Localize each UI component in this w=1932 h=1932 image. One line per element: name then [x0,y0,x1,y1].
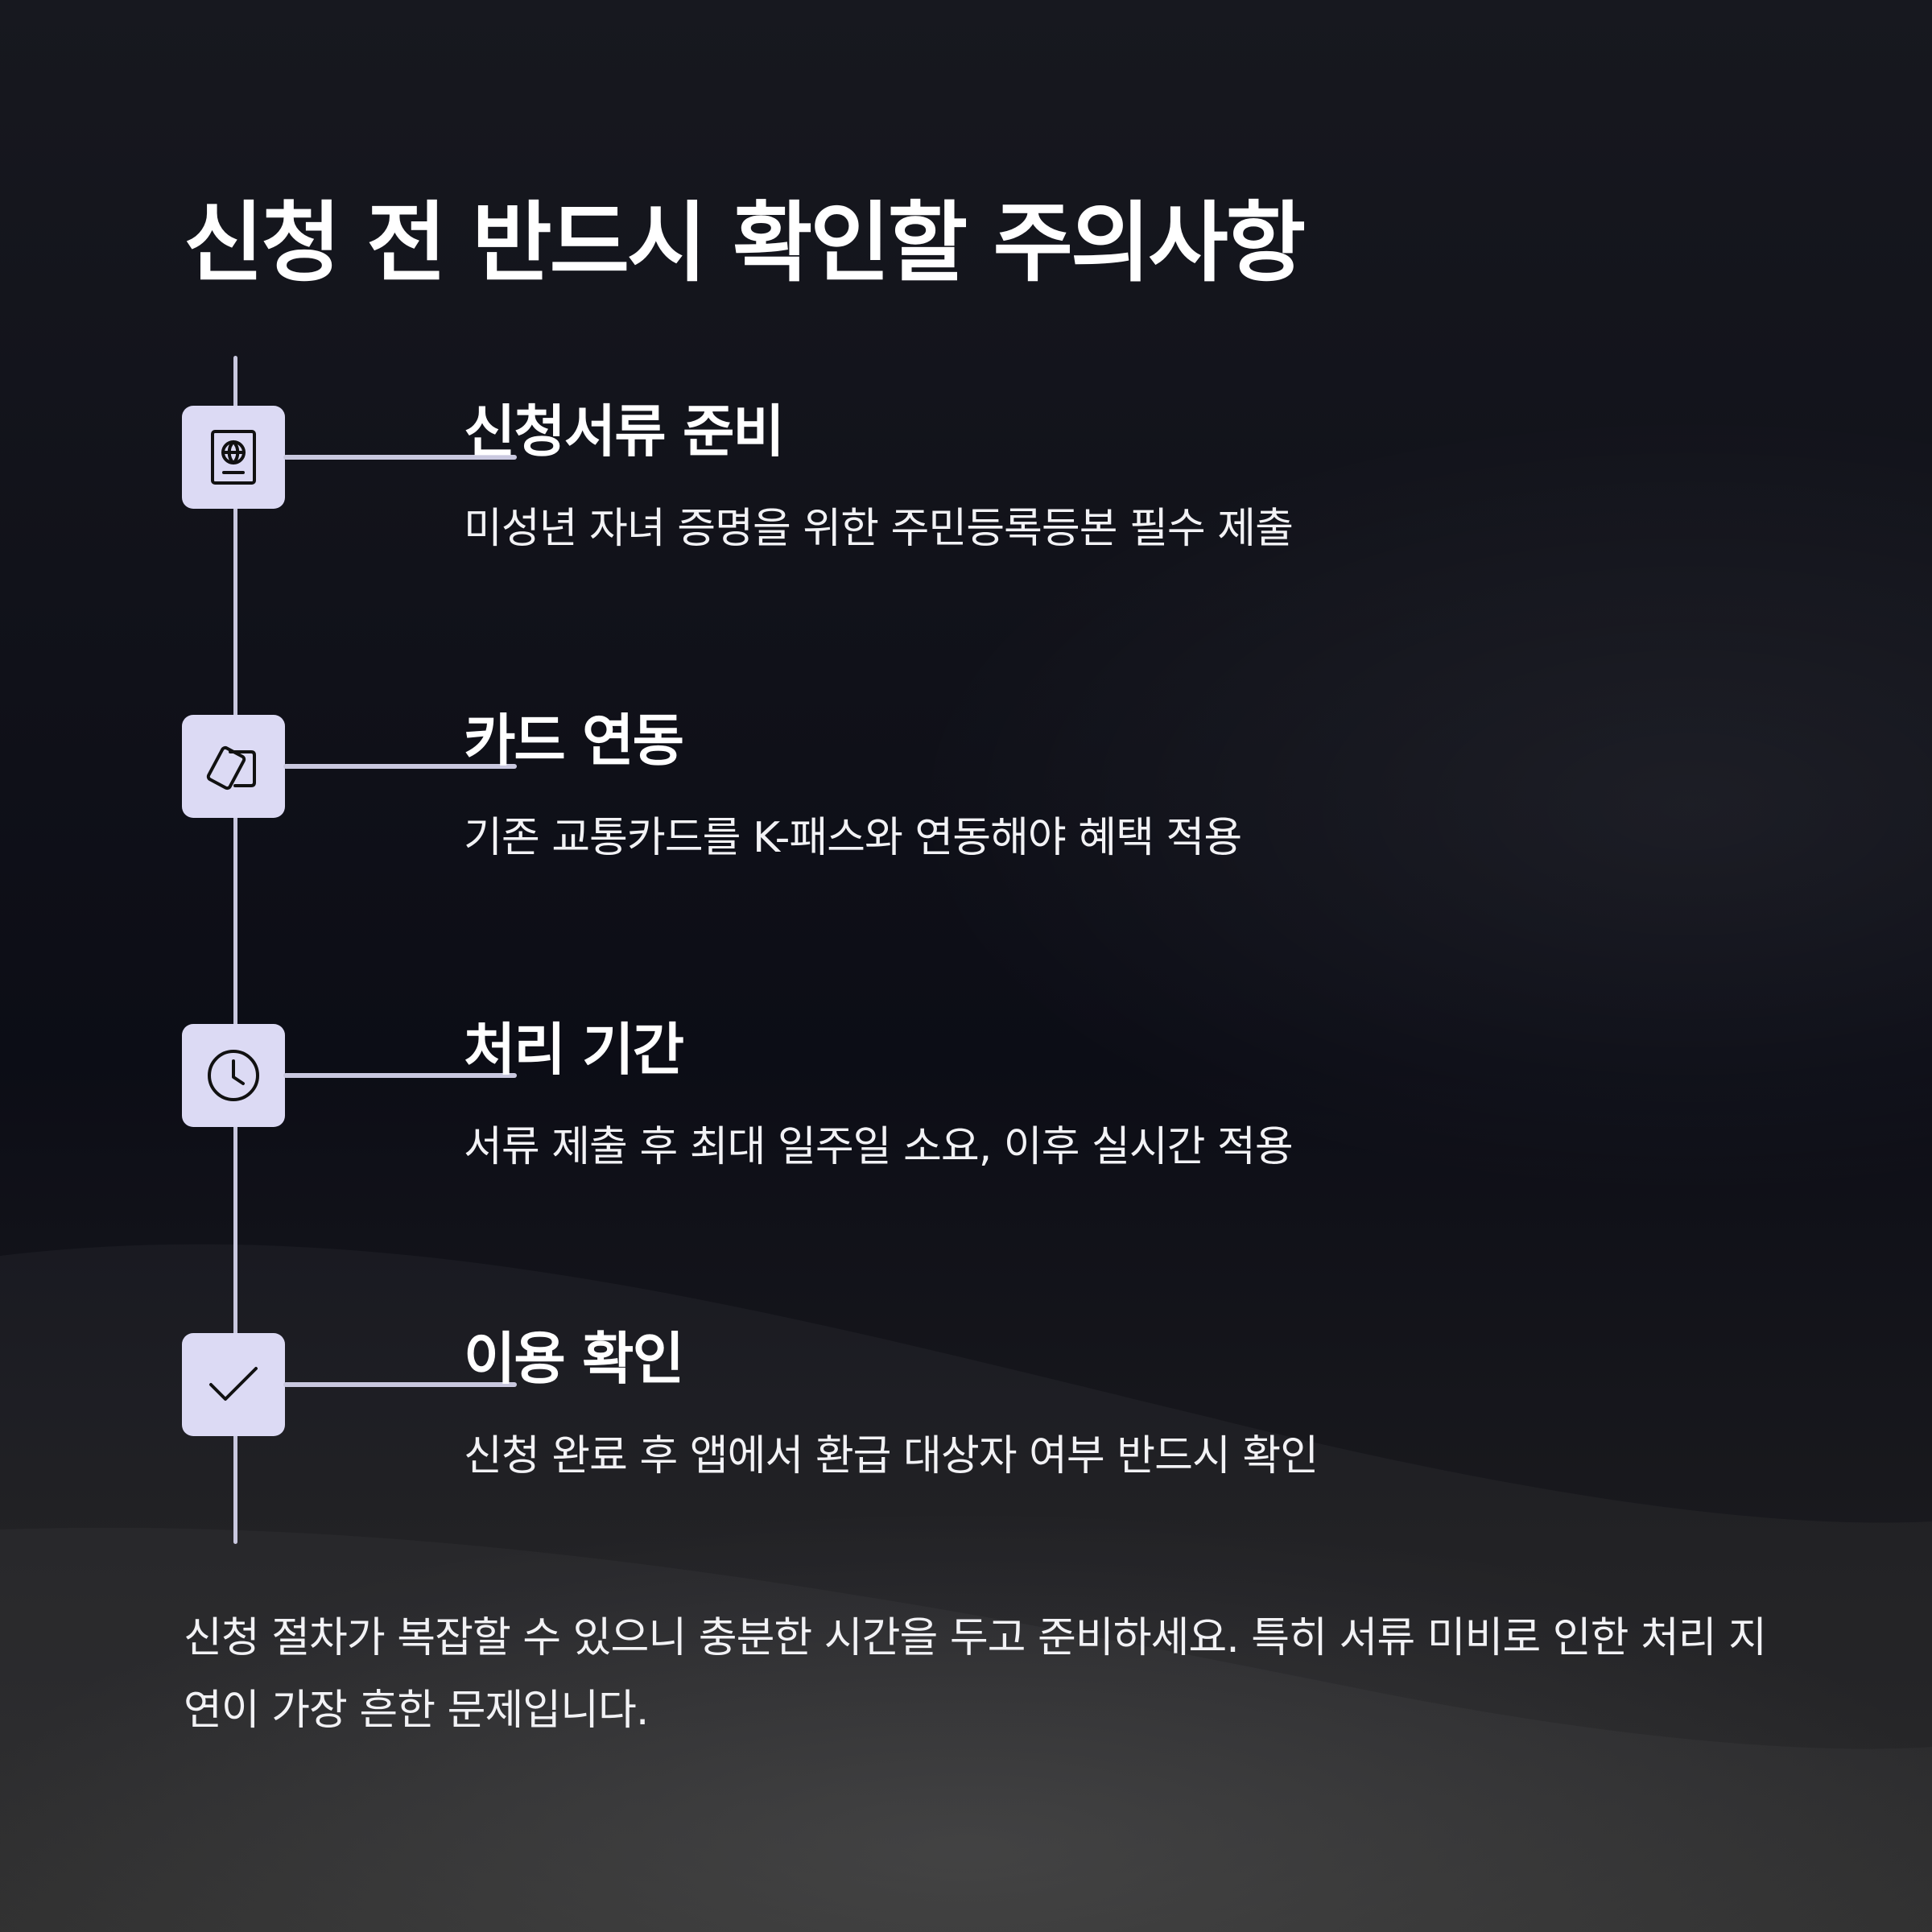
step-description: 신청 완료 후 앱에서 환급 대상자 여부 반드시 확인 [464,1432,1319,1480]
passport-icon [182,406,285,509]
step-card-link: 카드 연동 기존 교통카드를 K-패스와 연동해야 혜택 적용 [182,708,1711,924]
step-title: 카드 연동 [464,708,684,774]
timeline-line [233,356,237,1544]
connector-line [283,1073,517,1078]
step-description: 기존 교통카드를 K-패스와 연동해야 혜택 적용 [464,814,1242,862]
step-description: 미성년 자녀 증명을 위한 주민등록등본 필수 제출 [464,505,1294,553]
step-description: 서류 제출 후 최대 일주일 소요, 이후 실시간 적용 [464,1123,1294,1171]
connector-line [283,764,517,769]
step-usage-check: 이용 확인 신청 완료 후 앱에서 환급 대상자 여부 반드시 확인 [182,1326,1711,1542]
connector-line [283,455,517,460]
page-title: 신청 전 반드시 확인할 주의사항 [184,193,1306,294]
step-title: 처리 기간 [464,1017,684,1083]
step-title: 이용 확인 [464,1326,684,1392]
step-documents: 신청서류 준비 미성년 자녀 증명을 위한 주민등록등본 필수 제출 [182,398,1711,615]
footer-note: 신청 절차가 복잡할 수 있으니 충분한 시간을 두고 준비하세요. 특히 서류… [184,1614,1767,1735]
connector-line [283,1382,517,1387]
step-title: 신청서류 준비 [464,398,785,464]
cards-icon [182,715,285,818]
step-processing-time: 처리 기간 서류 제출 후 최대 일주일 소요, 이후 실시간 적용 [182,1017,1711,1233]
checkmark-icon [182,1333,285,1436]
clock-icon [182,1024,285,1127]
